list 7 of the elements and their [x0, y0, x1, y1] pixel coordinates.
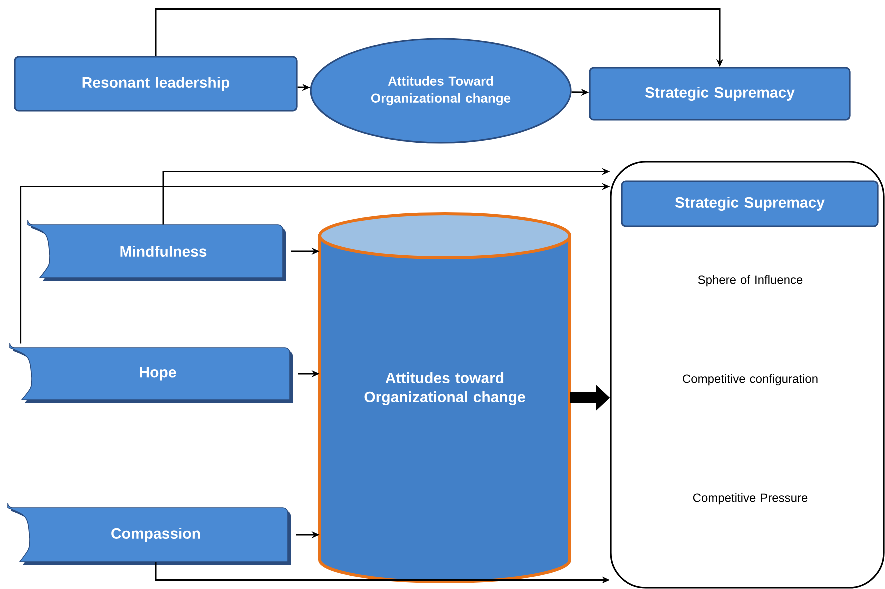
header-box: Strategic Supremacy — [621, 180, 879, 228]
banner-box: Hope — [10, 342, 293, 403]
process-box: Resonant leadership — [14, 56, 298, 112]
cylinder: Attitudes toward Organizational change — [318, 212, 572, 584]
banner-box: Compassion — [8, 502, 291, 565]
banner-box: Mindfulness — [28, 220, 286, 281]
process-box: Strategic Supremacy — [589, 67, 851, 121]
